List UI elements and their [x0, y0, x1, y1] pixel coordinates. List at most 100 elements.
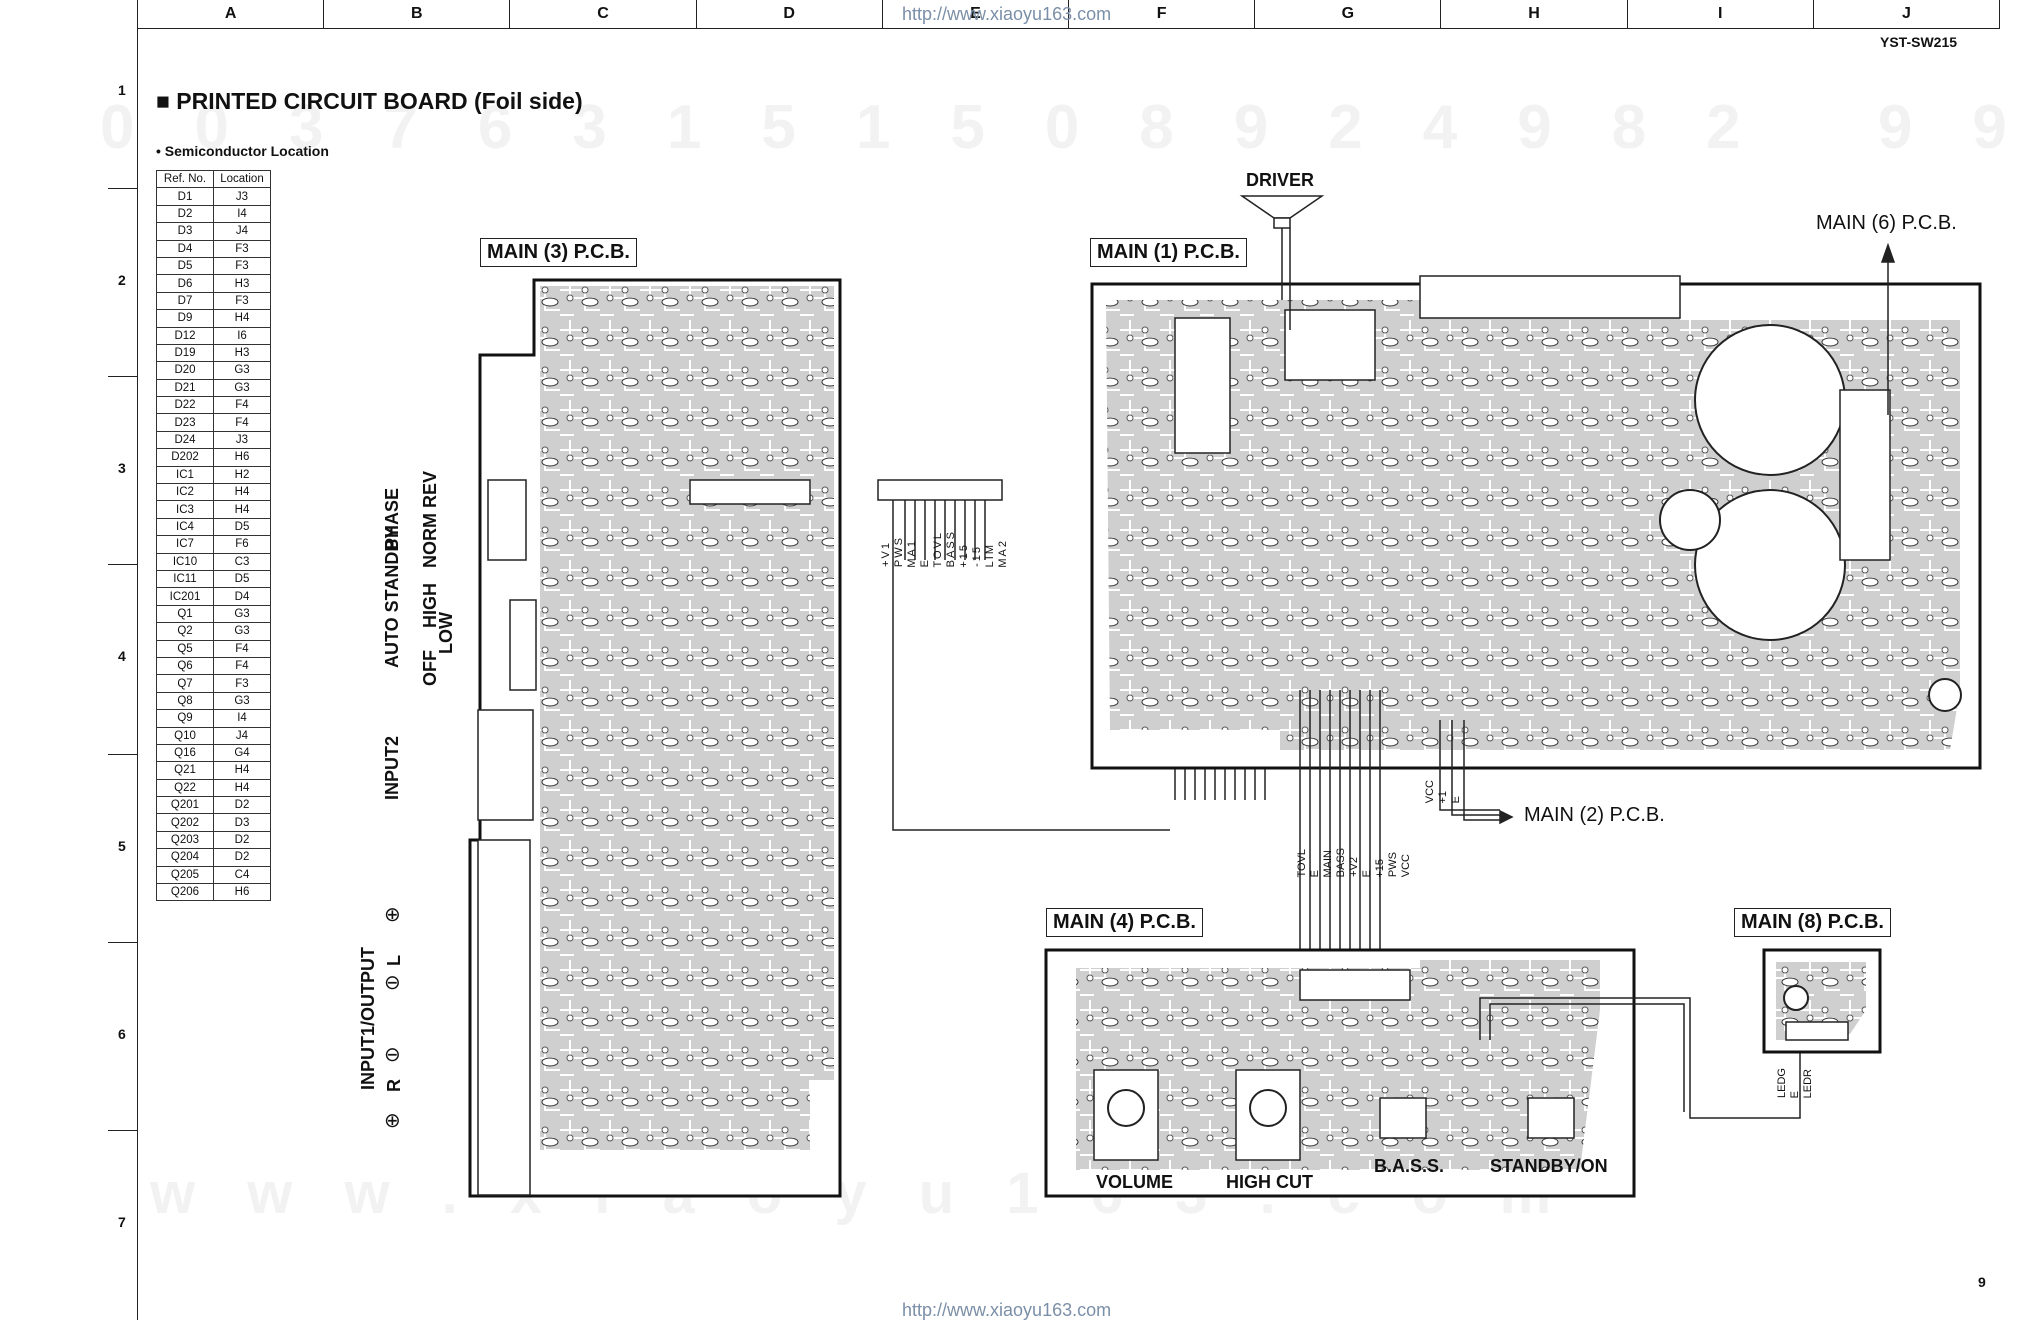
rev-label: REV [420, 470, 440, 508]
location-cell: F4 [213, 656, 271, 676]
row-tick [108, 188, 137, 189]
row-label: 6 [118, 1026, 126, 1042]
ref-no-cell: D21 [156, 378, 214, 398]
pin-label: +V1 [880, 541, 892, 568]
location-cell: J3 [213, 187, 271, 206]
driver-speaker [1239, 195, 1325, 330]
column-label: C [509, 0, 695, 28]
ref-no-cell: D202 [156, 448, 214, 467]
main6-label: MAIN (6) P.C.B. [1816, 212, 1957, 234]
plus-icon: ⊕ [384, 904, 401, 926]
row-label: 1 [118, 82, 126, 98]
column-label: G [1254, 0, 1440, 28]
main2-wires [1439, 720, 1514, 825]
w3-pin-labels: +V1PWSMA1ETOVLBASS+15-15LIMMA2 [880, 530, 1010, 570]
row-label: 4 [118, 648, 126, 664]
column-label: D [695, 0, 882, 28]
row-tick [108, 376, 137, 377]
pin-label: E [919, 558, 931, 568]
ref-no-cell: D3 [156, 222, 214, 241]
pin-label: BASS [945, 530, 957, 568]
main4-label: MAIN (4) P.C.B. [1046, 908, 1203, 937]
pin-label: +1 [1437, 790, 1449, 804]
row-ruler: 1 2 3 4 5 6 7 [0, 28, 138, 1320]
row-tick [108, 564, 137, 565]
location-cell: H4 [213, 483, 271, 502]
off-label: OFF [420, 650, 440, 686]
column-label: E [881, 0, 1068, 28]
main8-pins: LEDGELEDR [1776, 1068, 1815, 1101]
input1-output-label: INPUT1/OUTPUT [358, 946, 378, 1090]
ref-no-cell: Q206 [156, 883, 214, 902]
pin-label: LEDR [1802, 1068, 1814, 1098]
location-cell: H6 [213, 883, 271, 902]
source-url-bottom[interactable]: http://www.xiaoyu163.com [902, 1300, 1112, 1320]
minus-icon: ⊖ [384, 972, 401, 994]
row-label: 5 [118, 838, 126, 854]
pin-label: MA2 [997, 538, 1009, 568]
main3-label: MAIN (3) P.C.B. [480, 238, 637, 267]
l-label: L [384, 955, 404, 966]
page-title: ■ PRINTED CIRCUIT BOARD (Foil side) [156, 88, 583, 114]
main4-bus-pins: TOVLEMAINBASS+V2E+15PWSVCC [1296, 848, 1413, 880]
main1-right-pins: VCC+1E [1424, 780, 1463, 806]
standby-on-label: STANDBY/ON [1490, 1156, 1608, 1176]
pin-label: E [1309, 870, 1321, 878]
auto-standby-label: AUTO STANDBY [382, 526, 402, 668]
pin-label: -15 [971, 545, 983, 568]
pin-label: LEDG [1776, 1068, 1788, 1098]
pin-label: +15 [1374, 858, 1386, 878]
ref-no-cell: Q204 [156, 848, 214, 867]
column-label: A [137, 0, 323, 28]
location-cell: F3 [213, 239, 271, 258]
minus-icon: ⊖ [384, 1044, 401, 1066]
watermark-digits: 003763151508924982 99 [100, 93, 2040, 162]
location-cell: J4 [213, 222, 271, 241]
norm-label: NORM [420, 513, 440, 568]
row-label: 3 [118, 460, 126, 476]
page-number: 9 [1978, 1274, 1986, 1290]
pin-label: E [1450, 795, 1462, 804]
column-label: F [1068, 0, 1254, 28]
pin-label: PWS [1387, 852, 1399, 878]
driver-label: DRIVER [1246, 170, 1315, 190]
column-label: I [1626, 0, 1813, 28]
row-label: 7 [118, 1214, 126, 1230]
source-url[interactable]: http://www.xiaoyu163.com [902, 4, 1112, 24]
location-cell: H3 [213, 274, 271, 293]
location-cell: D2 [213, 848, 271, 867]
pin-label: +15 [958, 542, 970, 568]
pin-label: MAIN [1322, 849, 1334, 878]
pin-label: TOVL [932, 530, 944, 568]
ref-no-cell: D5 [156, 256, 214, 276]
high-cut-label: HIGH CUT [1226, 1172, 1313, 1192]
column-label: H [1440, 0, 1626, 28]
main8-board [1762, 948, 1882, 1054]
pin-label: VCC [1424, 780, 1436, 804]
r-label: R [384, 1079, 404, 1092]
main4-board [1044, 948, 1636, 1198]
main1-board [1090, 275, 1982, 770]
location-cell: F3 [213, 256, 271, 276]
volume-label: VOLUME [1096, 1172, 1174, 1192]
pin-label: E [1361, 870, 1373, 878]
column-ruler: A B C D E F G H I J [137, 0, 2001, 29]
